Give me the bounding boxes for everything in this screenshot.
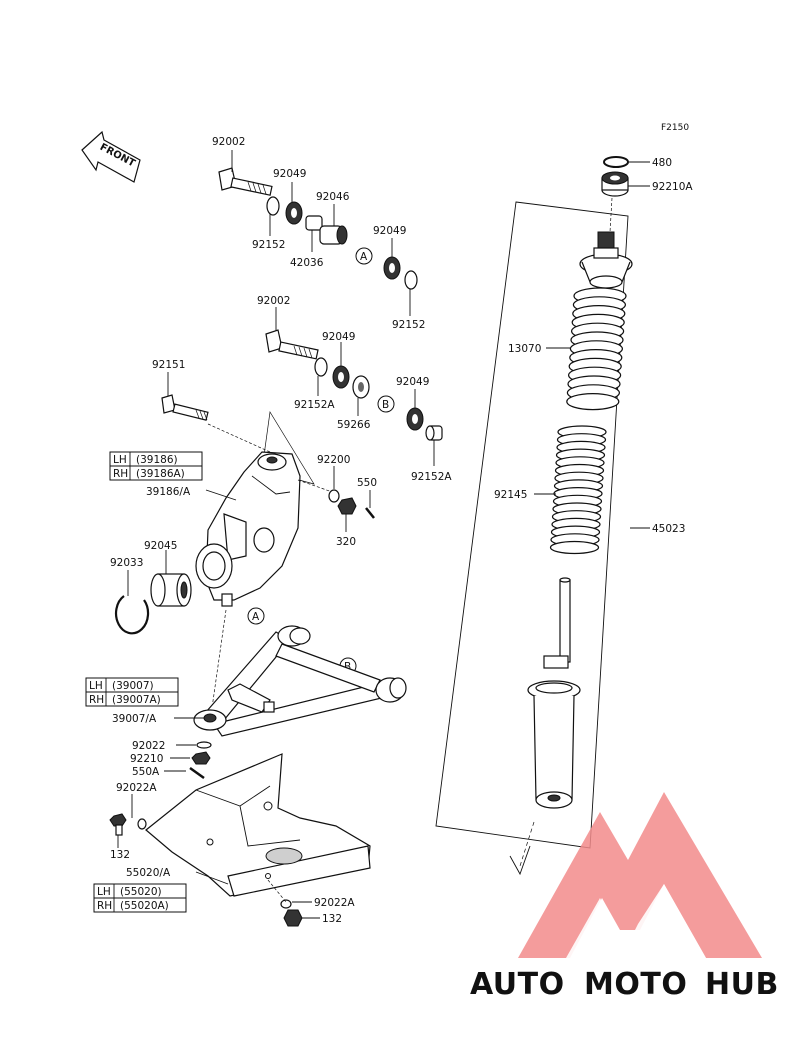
guard-rh-side: RH bbox=[97, 900, 112, 912]
label-92049-a: 92049 bbox=[273, 168, 306, 180]
guard-rh-part: (55020A) bbox=[120, 900, 169, 912]
figure-code: F2150 bbox=[661, 123, 689, 133]
label-39186A-main: 39186/A bbox=[146, 486, 191, 498]
label-92151: 92151 bbox=[152, 359, 185, 371]
bolt-132-right bbox=[283, 909, 303, 927]
nut-92210 bbox=[191, 751, 211, 765]
automotohub-logo-icon bbox=[518, 792, 762, 958]
steering-knuckle-39186 bbox=[195, 410, 315, 607]
spring-92145 bbox=[549, 425, 607, 555]
front-arrow-icon: FRONT bbox=[81, 130, 141, 183]
washer-92022 bbox=[196, 741, 212, 749]
label-92002-lower: 92002 bbox=[257, 295, 290, 307]
label-92022A-right: 92022A bbox=[314, 897, 355, 909]
label-92046: 92046 bbox=[316, 191, 350, 203]
washer-92022A-left bbox=[137, 818, 147, 830]
arm-lh-rh-box bbox=[85, 677, 179, 707]
watermark-hub: HUB bbox=[705, 967, 779, 1002]
label-39007A-main: 39007/A bbox=[112, 713, 157, 725]
callout-a-upper-text: A bbox=[360, 251, 368, 263]
arm-rh-part: (39007A) bbox=[112, 694, 161, 706]
upper-spring-seat bbox=[579, 231, 633, 289]
guard-lh-side: LH bbox=[97, 886, 111, 898]
label-55020A-main: 55020/A bbox=[126, 867, 171, 879]
label-13070: 13070 bbox=[508, 343, 541, 355]
callout-b-upper bbox=[377, 395, 395, 413]
knuckle-lh-rh-box bbox=[109, 451, 203, 481]
label-92033: 92033 bbox=[110, 557, 143, 569]
label-59266: 59266 bbox=[337, 419, 371, 431]
watermark-moto: MOTO bbox=[584, 967, 687, 1002]
label-320: 320 bbox=[336, 536, 356, 548]
bolt-92002-lower bbox=[265, 329, 319, 360]
label-92152A-a: 92152A bbox=[294, 399, 335, 411]
cotter-pin-550 bbox=[365, 507, 375, 519]
bolt-92151 bbox=[161, 394, 209, 421]
label-92152-upper-left: 92152 bbox=[252, 239, 285, 251]
callout-a-lower bbox=[247, 607, 265, 625]
guard-lh-rh-box bbox=[93, 883, 187, 913]
nut-92210A bbox=[601, 171, 629, 197]
washer-92022A-right bbox=[280, 899, 292, 909]
callout-a-lower-text: A bbox=[252, 611, 260, 623]
callout-b-upper-text: B bbox=[382, 399, 389, 411]
label-92152A-b: 92152A bbox=[411, 471, 452, 483]
arm-lh-part: (39007) bbox=[112, 680, 154, 692]
sleeve-92046 bbox=[319, 225, 348, 245]
label-92002-upper: 92002 bbox=[212, 136, 245, 148]
watermark-auto: AUTO bbox=[470, 967, 565, 1002]
knuckle-lh-side: LH bbox=[113, 454, 127, 466]
dust-boot-13070 bbox=[566, 287, 627, 411]
collar-42036 bbox=[305, 215, 323, 231]
label-45023: 45023 bbox=[652, 523, 685, 535]
label-550A: 550A bbox=[132, 766, 160, 778]
knuckle-rh-side: RH bbox=[113, 468, 128, 480]
collar-92152A-b bbox=[425, 425, 443, 441]
cotter-pin-550A bbox=[189, 766, 205, 780]
label-92022: 92022 bbox=[132, 740, 165, 752]
label-92049-b: 92049 bbox=[373, 225, 406, 237]
washer-92200 bbox=[328, 489, 340, 503]
label-132-left: 132 bbox=[110, 849, 130, 861]
bolt-132-left bbox=[109, 813, 127, 836]
guard-lh-part: (55020) bbox=[120, 886, 162, 898]
label-92152-upper-right: 92152 bbox=[392, 319, 425, 331]
label-92210A-top: 92210A bbox=[652, 181, 693, 193]
washer-92152-upper bbox=[266, 196, 280, 216]
a-arm-39007 bbox=[193, 625, 407, 737]
skid-guard-55020 bbox=[145, 753, 371, 897]
damper-body bbox=[527, 577, 581, 809]
label-92145: 92145 bbox=[494, 489, 527, 501]
label-92200: 92200 bbox=[317, 454, 350, 466]
label-550: 550 bbox=[357, 477, 377, 489]
callout-a-upper bbox=[355, 247, 373, 265]
bolt-92002-upper bbox=[218, 167, 273, 196]
label-92045: 92045 bbox=[144, 540, 177, 552]
arm-lh-side: LH bbox=[89, 680, 103, 692]
label-92210: 92210 bbox=[130, 753, 163, 765]
circlip-480 bbox=[603, 156, 629, 168]
washer-92152-upper-right bbox=[404, 270, 418, 290]
bearing-92045 bbox=[150, 573, 192, 607]
callout-b-lower-text: B bbox=[344, 661, 351, 673]
label-480: 480 bbox=[652, 157, 672, 169]
label-42036: 42036 bbox=[290, 257, 324, 269]
label-92022A-left: 92022A bbox=[116, 782, 157, 794]
circlip-92033 bbox=[114, 595, 150, 635]
knuckle-rh-part: (39186A) bbox=[136, 468, 185, 480]
washer-92152A-a bbox=[314, 357, 328, 377]
knuckle-lh-part: (39186) bbox=[136, 454, 178, 466]
label-92049-c: 92049 bbox=[322, 331, 355, 343]
label-132-right: 132 bbox=[322, 913, 342, 925]
nut-320 bbox=[337, 497, 357, 515]
arm-rh-side: RH bbox=[89, 694, 104, 706]
label-92049-d: 92049 bbox=[396, 376, 429, 388]
